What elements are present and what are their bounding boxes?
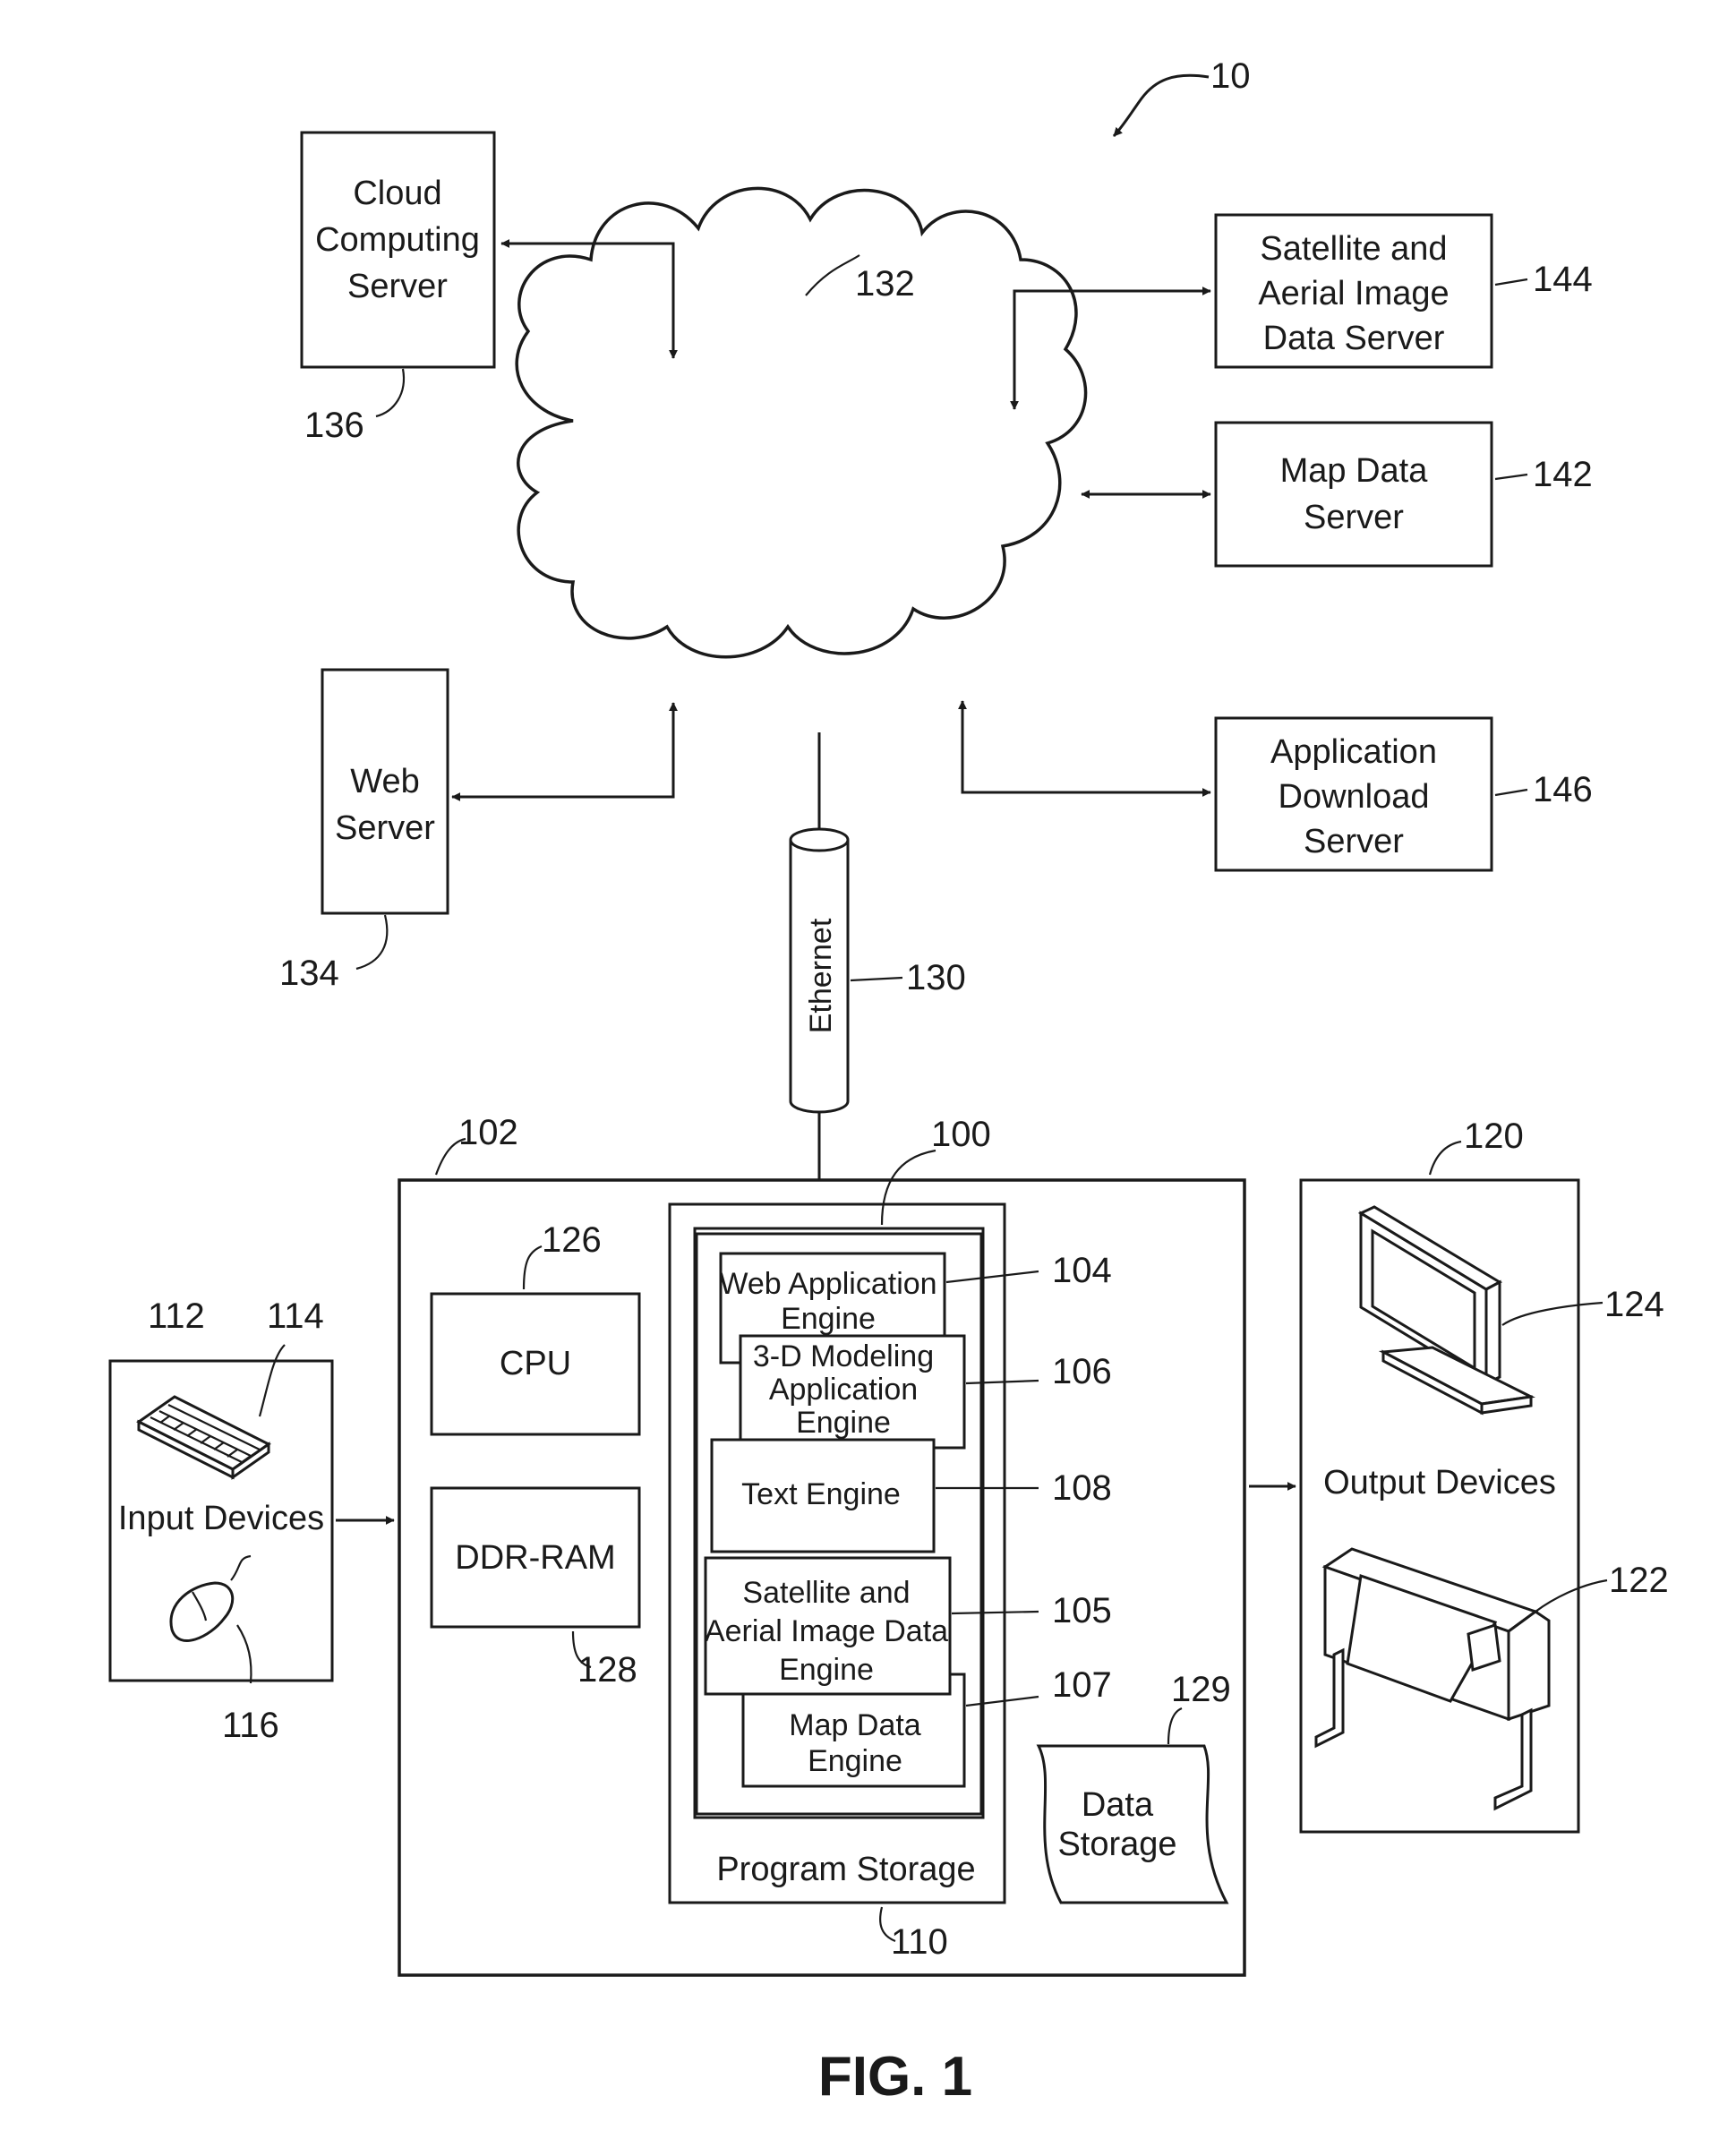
satellite-server-line-1: Satellite and: [1260, 230, 1447, 268]
web-server-line-1: Web: [350, 763, 419, 800]
cloud-server-line-3: Server: [347, 268, 448, 305]
text-engine-line-1: Text Engine: [741, 1477, 901, 1511]
satellite-server-line-3: Data Server: [1263, 320, 1445, 357]
map-server-ref: 142: [1533, 455, 1593, 494]
map-server-line-2: Server: [1304, 499, 1404, 536]
system-ref-indicator: 10: [1112, 56, 1251, 138]
output-devices-label: Output Devices: [1323, 1464, 1556, 1502]
web-server: Web Server 134: [279, 668, 449, 993]
monitor-ref: 124: [1604, 1285, 1664, 1324]
text-engine-ref: 108: [1052, 1468, 1112, 1508]
web-server-link: [451, 702, 678, 801]
map-data-server: Map Data Server 142: [1214, 421, 1593, 568]
cpu-box: [430, 1292, 641, 1436]
modeling-engine-line-2: Application: [769, 1373, 918, 1407]
printer-icon: [1314, 1547, 1551, 1811]
satellite-engine-ref: 105: [1052, 1591, 1112, 1630]
satellite-engine-line-2: Aerial Image Data: [705, 1614, 948, 1648]
satellite-engine-box: [704, 1556, 952, 1696]
monitor-icon: [1357, 1205, 1535, 1416]
mouse-ref: 116: [222, 1706, 279, 1745]
map-engine-line-1: Map Data: [789, 1708, 920, 1742]
application-download-server: Application Download Server 146: [1214, 716, 1593, 872]
text-engine-box: [710, 1438, 936, 1553]
program-storage-ref: 110: [891, 1922, 948, 1962]
network-cloud: 132: [515, 186, 1088, 659]
computer-ref: 102: [458, 1113, 518, 1152]
keyboard-ref: 114: [267, 1296, 324, 1336]
cpu-ref: 126: [542, 1220, 602, 1260]
satellite-server-ref: 144: [1533, 260, 1593, 299]
app-server-line-2: Download: [1279, 778, 1430, 816]
keyboard-icon: [136, 1395, 271, 1480]
web-server-line-2: Server: [335, 809, 435, 847]
modeling-engine-box: [739, 1334, 966, 1450]
app-server-line-1: Application: [1270, 733, 1437, 771]
cloud-server-line-2: Computing: [315, 221, 480, 259]
ethernet-cable: Ethernet 130: [789, 732, 966, 1180]
app-server-ref: 146: [1533, 770, 1593, 809]
map-server-line-1: Map Data: [1280, 452, 1429, 490]
modeling-engine-ref: 106: [1052, 1352, 1112, 1391]
data-storage-line-2: Storage: [1057, 1826, 1176, 1863]
mouse-icon: [169, 1554, 252, 1642]
cloud-server-line-1: Cloud: [353, 175, 441, 212]
app-server-link: [958, 700, 1211, 797]
satellite-engine-line-3: Engine: [779, 1653, 874, 1687]
modeling-engine-line-3: Engine: [796, 1406, 891, 1440]
web-server-ref: 134: [279, 954, 339, 993]
satellite-server-link: [1010, 287, 1211, 410]
computer-system: 102 CPU 126 DDR-RAM 128 Program Storage …: [398, 1113, 1246, 1977]
ethernet-ref: 130: [906, 958, 966, 997]
application-group-ref: 100: [931, 1115, 991, 1154]
satellite-server-line-2: Aerial Image: [1258, 275, 1449, 312]
data-storage-line-1: Data: [1082, 1786, 1154, 1824]
map-engine-ref: 107: [1052, 1665, 1112, 1705]
ram-box: [430, 1486, 641, 1629]
input-devices-ref: 112: [148, 1296, 205, 1336]
web-engine-line-2: Engine: [781, 1302, 876, 1336]
cloud-server-ref: 136: [304, 406, 364, 445]
web-engine-line-1: Web Application: [719, 1267, 936, 1301]
cloud-server-link: [500, 239, 678, 359]
data-storage-ref: 129: [1171, 1670, 1231, 1709]
web-engine-ref: 104: [1052, 1251, 1112, 1290]
cloud-computing-server: Cloud Computing Server 136: [300, 131, 496, 445]
modeling-engine-line-1: 3-D Modeling: [753, 1339, 934, 1373]
input-devices-label: Input Devices: [118, 1500, 324, 1537]
map-engine-line-2: Engine: [808, 1744, 902, 1778]
printer-ref: 122: [1609, 1561, 1669, 1600]
network-ref: 132: [855, 264, 915, 304]
satellite-image-data-server: Satellite and Aerial Image Data Server 1…: [1214, 213, 1593, 369]
output-devices-ref: 120: [1464, 1116, 1524, 1156]
system-ref: 10: [1210, 56, 1251, 96]
ram-label: DDR-RAM: [455, 1539, 615, 1577]
output-devices: Output Devices 120 124 122: [1299, 1116, 1669, 1834]
app-server-line-3: Server: [1304, 823, 1404, 860]
input-devices: Input Devices 112 114 116: [108, 1296, 334, 1745]
ethernet-label: Ethernet: [804, 918, 838, 1033]
ram-ref: 128: [577, 1650, 637, 1690]
satellite-engine-line-1: Satellite and: [742, 1576, 910, 1610]
cpu-label: CPU: [500, 1345, 571, 1382]
data-storage-shape: [1036, 1744, 1229, 1904]
program-storage-label: Program Storage: [716, 1851, 975, 1888]
figure-caption: FIG. 1: [818, 2046, 972, 2108]
